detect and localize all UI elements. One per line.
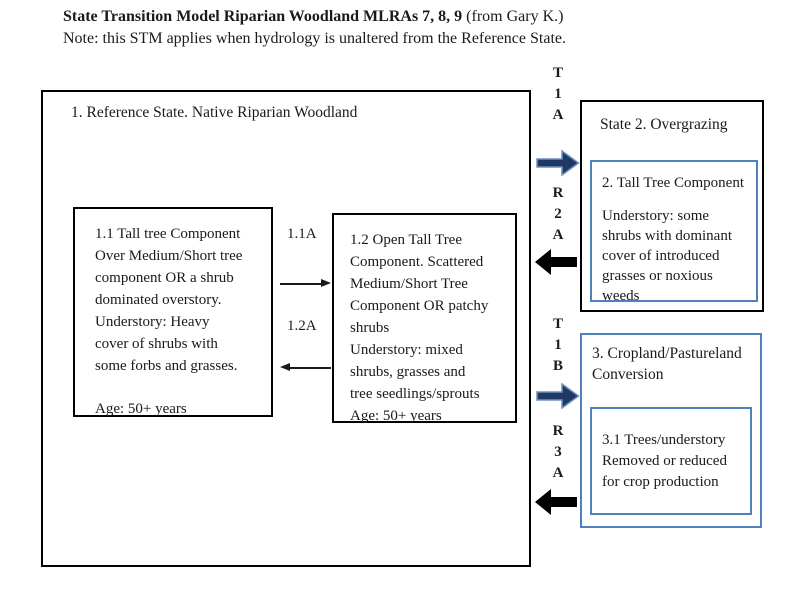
community-3-1-text: 3.1 Trees/understory Removed or reduced … xyxy=(602,432,727,490)
r3a-left-arrow-icon xyxy=(535,489,577,515)
pathway-1-2a-arrow-icon xyxy=(280,363,331,372)
transition-t1a-label: T 1 A xyxy=(552,65,564,123)
community-2-text: Understory: some shrubs with dominant co… xyxy=(602,208,732,304)
diagram-title-suffix: (from Gary K.) xyxy=(462,8,564,25)
community-2-title: 2. Tall Tree Component xyxy=(602,175,745,191)
diagram-note: Note: this STM applies when hydrology is… xyxy=(63,30,566,47)
community-1-1-box: 1.1 Tall tree Component Over Medium/Shor… xyxy=(73,207,273,417)
restoration-r2a-label: R 2 A xyxy=(552,185,564,243)
community-2-box: 2. Tall Tree Component Understory: some … xyxy=(590,160,758,304)
pathway-1-1a-label: 1.1A xyxy=(287,226,317,242)
state1-header: 1. Reference State. Native Riparian Wood… xyxy=(71,104,358,121)
community-3-1-box: 3.1 Trees/understory Removed or reduced … xyxy=(590,407,752,515)
pathway-1-1a-arrow-icon xyxy=(280,279,331,288)
t1a-right-arrow-icon xyxy=(536,149,580,177)
restoration-r3a-label: R 3 A xyxy=(552,423,564,481)
community-1-1-text: 1.1 Tall tree Component Over Medium/Shor… xyxy=(95,226,243,374)
r2a-left-arrow-icon xyxy=(535,249,577,275)
transition-t1b-label: T 1 B xyxy=(552,316,563,374)
t1b-right-arrow-icon xyxy=(536,382,580,410)
community-1-2-text: 1.2 Open Tall Tree Component. Scattered … xyxy=(350,232,489,424)
state3-header: 3. Cropland/Pastureland Conversion xyxy=(592,345,742,383)
state3-cropland-box: 3. Cropland/Pastureland Conversion 3.1 T… xyxy=(580,333,762,528)
community-1-1-age: Age: 50+ years xyxy=(95,401,187,417)
state2-overgrazing-box: State 2. Overgrazing 2. Tall Tree Compon… xyxy=(580,100,764,312)
community-1-2-box: 1.2 Open Tall Tree Component. Scattered … xyxy=(332,213,517,424)
state2-header: State 2. Overgrazing xyxy=(600,116,728,133)
diagram-title-bold: State Transition Model Riparian Woodland… xyxy=(63,8,463,25)
diagram-title: State Transition Model Riparian Woodland… xyxy=(63,6,563,27)
pathway-1-2a-label: 1.2A xyxy=(287,318,317,334)
state1-reference-box: 1. Reference State. Native Riparian Wood… xyxy=(41,90,531,567)
